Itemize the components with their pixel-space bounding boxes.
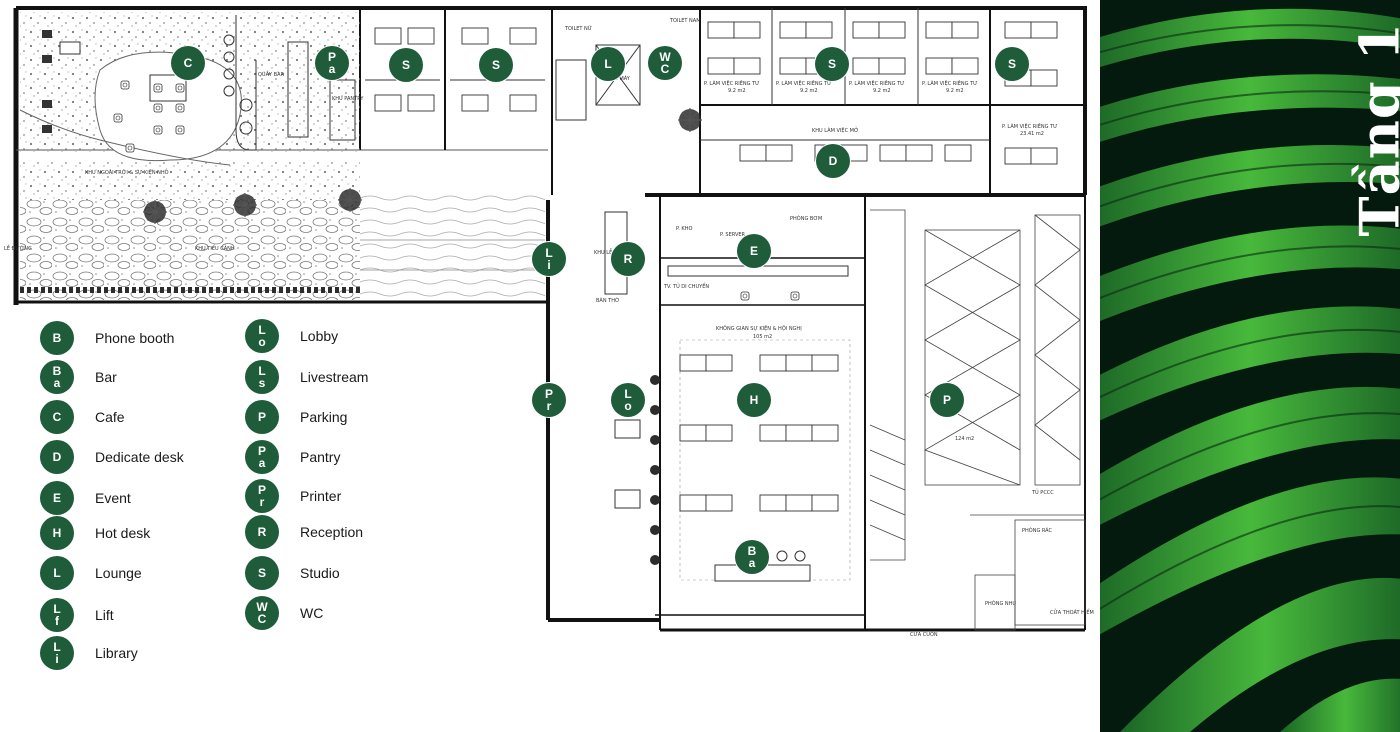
legend-label: Hot desk xyxy=(95,525,151,541)
legend-pin: B xyxy=(40,321,74,355)
label-khu-le-tan: KHU LỄ TÂN xyxy=(594,248,624,256)
label-area-5: 23.41 m2 xyxy=(1020,131,1044,137)
plan-labels: QUẦY BAR KHU PANTRY KHU NGOÀI TRỜI & SỰ … xyxy=(4,18,1094,638)
marker-lounge-top[interactable]: L xyxy=(591,47,625,81)
legend-pin: C xyxy=(40,400,74,434)
legend-pin: L xyxy=(40,556,74,590)
legend-pin: P xyxy=(245,400,279,434)
page-title: Tầng 1 xyxy=(1348,22,1400,237)
label-toilet-nu: TOILET NỮ xyxy=(564,25,592,32)
floor-title: Tầng 1 xyxy=(1348,22,1400,237)
label-p-lam-viec-3: P. LÀM VIỆC RIÊNG TƯ xyxy=(849,79,904,87)
legend-label: Dedicate desk xyxy=(95,449,184,465)
label-cua-thoat-hiem: CỬA THOÁT HIỂM xyxy=(1050,608,1094,616)
label-p-server: P. SERVER xyxy=(720,232,746,238)
legend-pin: R xyxy=(245,515,279,549)
label-toilet-nam: TOILET NAM xyxy=(669,18,701,24)
legend-label: Phone booth xyxy=(95,330,175,346)
label-khong-gian-su-kien: KHÔNG GIAN SỰ KIỆN & HỘI NGHỊ xyxy=(716,324,802,332)
legend-label: Lift xyxy=(95,607,114,623)
label-area-1: 9.2 m2 xyxy=(728,88,746,94)
legend-label: Bar xyxy=(95,369,117,385)
bar-pantry xyxy=(149,15,356,151)
label-khu-lam-viec-mo: KHU LÀM VIỆC MỞ xyxy=(812,126,859,134)
legend-pin: S xyxy=(245,556,279,590)
legend-label: Event xyxy=(95,490,131,506)
legend-label: Lounge xyxy=(95,565,142,581)
legend-pin: D xyxy=(40,440,74,474)
parking-area xyxy=(869,209,1086,631)
marker-studio-2[interactable]: S xyxy=(479,48,513,82)
legend-label: Studio xyxy=(300,565,340,581)
legend-label: Printer xyxy=(300,488,342,504)
legend-label: Cafe xyxy=(95,409,125,425)
label-phong-bom: PHÒNG BƠM xyxy=(790,215,822,222)
floor-plan: QUẦY BAR KHU PANTRY KHU NGOÀI TRỜI & SỰ … xyxy=(4,6,1094,638)
legend-label: Livestream xyxy=(300,369,369,385)
label-p-lam-viec-1: P. LÀM VIỆC RIÊNG TƯ xyxy=(704,79,759,87)
outdoor-area xyxy=(19,12,703,300)
label-area-event: 105 m2 xyxy=(753,334,772,340)
label-khu-pantry: KHU PANTRY xyxy=(332,96,364,102)
label-p-lam-viec-4: P. LÀM VIỆC RIÊNG TƯ xyxy=(922,79,977,87)
label-khu-ngoai-troi: KHU NGOÀI TRỜI & SỰ KIỆN NHỎ xyxy=(85,168,169,176)
label-parking-area: 124 m2 xyxy=(955,436,974,442)
marker-hot-desk[interactable]: H xyxy=(737,383,771,417)
marker-dedicate-desk[interactable]: D xyxy=(816,144,850,178)
legend-label: Parking xyxy=(300,409,348,425)
legend-label: WC xyxy=(300,605,324,621)
legend-pin: E xyxy=(40,481,74,515)
palm-leaf-image xyxy=(1100,0,1400,732)
marker-studio-1[interactable]: S xyxy=(389,48,423,82)
label-tu-di-chuyen: TV. TỦ DI CHUYỂN xyxy=(663,282,709,290)
label-p-lam-viec-5: P. LÀM VIỆC RIÊNG TƯ xyxy=(1002,122,1057,130)
side-panel xyxy=(1100,0,1400,732)
label-khu-tieu-canh: KHU TIỂU CẢNH xyxy=(195,244,235,252)
legend-label: Lobby xyxy=(300,328,339,344)
label-p-lam-viec-2: P. LÀM VIỆC RIÊNG TƯ xyxy=(776,79,831,87)
legend-label: Pantry xyxy=(300,449,341,465)
label-cua-cuon: CỬA CUỐN xyxy=(910,630,938,638)
label-area-2: 9.2 m2 xyxy=(800,88,818,94)
label-phong-nhu: PHÒNG NHU xyxy=(985,600,1016,607)
walls xyxy=(13,6,1087,632)
marker-parking[interactable]: P xyxy=(930,383,964,417)
marker-studio-4[interactable]: S xyxy=(995,47,1029,81)
label-ban-tho: BÀN THỜ xyxy=(596,297,620,304)
label-tu-pccc: TỦ PCCC xyxy=(1031,488,1054,496)
marker-reception[interactable]: R xyxy=(611,242,645,276)
label-le-duong: LỀ ĐƯỜNG xyxy=(4,244,32,252)
marker-studio-3[interactable]: S xyxy=(815,47,849,81)
legend-label: Library xyxy=(95,645,138,661)
label-p-kho: P. KHO xyxy=(676,226,692,232)
label-phong-rac: PHÒNG RÁC xyxy=(1022,527,1053,534)
marker-cafe[interactable]: C xyxy=(171,46,205,80)
label-area-4: 9.2 m2 xyxy=(946,88,964,94)
marker-event[interactable]: E xyxy=(737,234,771,268)
legend-label: Reception xyxy=(300,524,364,540)
label-quay-bar: QUẦY BAR xyxy=(258,70,285,78)
label-area-3: 9.2 m2 xyxy=(873,88,891,94)
legend-pin: H xyxy=(40,516,74,550)
